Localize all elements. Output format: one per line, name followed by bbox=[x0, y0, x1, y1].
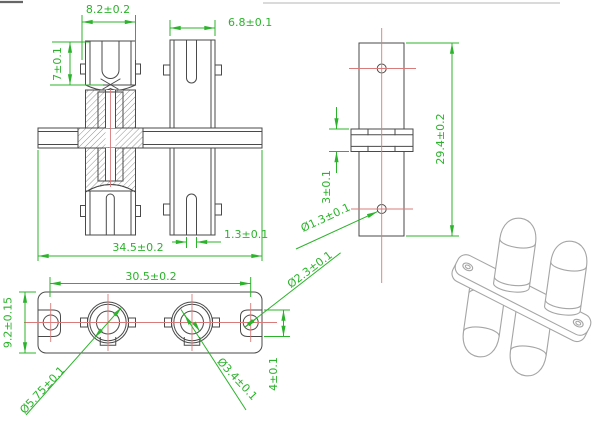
dim-front-left-width: 8.2±0.2 bbox=[86, 3, 130, 16]
side-view: 29.4±0.2 3±0.1 Ø1.3±0.1 bbox=[295, 28, 459, 283]
dim-front-shell-height: 7±0.1 bbox=[51, 47, 64, 81]
side-centerlines bbox=[349, 28, 416, 283]
front-section-view: 8.2±0.2 6.8±0.1 7±0.1 34.5±0.2 1.3±0.1 bbox=[37, 3, 272, 261]
front-left-port-section bbox=[77, 40, 144, 236]
front-right-port bbox=[163, 39, 222, 236]
dim-front-slot-width: 1.3±0.1 bbox=[224, 228, 268, 241]
dim-plan-port-dia: Ø5.75±0.1 bbox=[17, 364, 67, 417]
dim-front-right-width: 6.8±0.1 bbox=[228, 16, 272, 29]
isometric-view bbox=[451, 217, 592, 377]
dim-plan-plate-width: 9.2±0.15 bbox=[2, 297, 15, 348]
dim-plan-tab-width: 4±0.1 bbox=[267, 357, 280, 391]
front-dimensions: 8.2±0.2 6.8±0.1 7±0.1 34.5±0.2 1.3±0.1 bbox=[37, 3, 272, 261]
dim-side-overall-height: 29.4±0.2 bbox=[434, 113, 447, 164]
iso-cylinder-front-left bbox=[493, 217, 537, 293]
dim-front-overall-width: 34.5±0.2 bbox=[112, 241, 163, 254]
iso-cylinder-front-right bbox=[544, 240, 588, 316]
plan-view: 30.5±0.2 9.2±0.15 4±0.1 Ø5.75±0.1 Ø3.4±0… bbox=[2, 249, 341, 417]
dim-side-flange-thickness: 3±0.1 bbox=[320, 170, 333, 204]
dim-plan-hole-spacing: 30.5±0.2 bbox=[125, 270, 176, 283]
dim-side-hole-dia: Ø1.3±0.1 bbox=[299, 201, 352, 235]
front-plate bbox=[37, 127, 263, 149]
page-border bbox=[0, 0, 560, 4]
dim-plan-mount-hole-dia: Ø2.3±0.1 bbox=[285, 249, 335, 291]
